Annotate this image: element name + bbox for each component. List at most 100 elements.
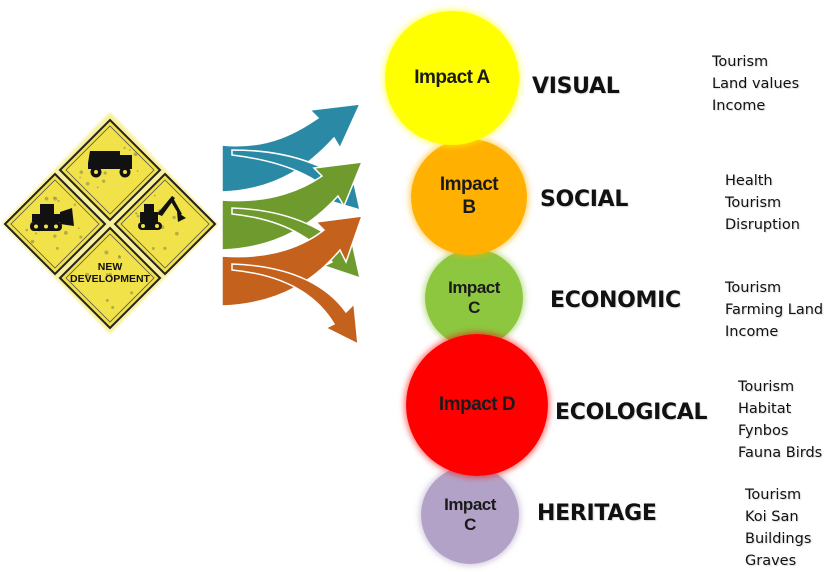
list-item: Income xyxy=(725,324,779,340)
sign-tile-border xyxy=(120,179,210,269)
impact-name-line2: C xyxy=(464,515,476,534)
sign-texture-speck xyxy=(103,171,107,175)
impact-circle-b: Impact B xyxy=(411,139,527,255)
sign-texture-speck xyxy=(151,246,155,250)
list-item: Health xyxy=(725,173,773,189)
sign-texture-speck xyxy=(153,194,156,197)
list-item: Tourism xyxy=(712,54,769,70)
sign-texture-speck xyxy=(57,199,60,203)
sign-texture-speck xyxy=(123,146,126,150)
sign-texture-speck xyxy=(175,231,179,236)
sign-texture-speck xyxy=(25,228,29,232)
teal-arrow xyxy=(221,103,362,193)
sign-tiles xyxy=(2,112,218,334)
sign-texture-speck xyxy=(73,203,77,206)
impact-list-economic: Tourism Farming Land Income xyxy=(725,277,823,343)
sign-tile-border xyxy=(65,233,155,323)
impact-name: Impact A xyxy=(414,66,490,88)
sign-texture-speck xyxy=(44,196,49,201)
sign-texture-speck xyxy=(111,305,115,309)
sign-texture-speck xyxy=(85,181,90,186)
sign-texture-speck xyxy=(172,215,176,220)
sign-texture-speck xyxy=(136,170,139,172)
impact-list-visual: Tourism Land values Income xyxy=(712,51,799,117)
sign-texture-speck xyxy=(85,272,90,277)
sign-tile-border xyxy=(65,125,155,215)
list-item: Tourism xyxy=(725,195,782,211)
category-label-ecological: ECOLOGICAL xyxy=(555,400,708,425)
impact-name-line1: Impact xyxy=(444,494,496,514)
sign-texture-speck xyxy=(87,276,90,279)
sign-texture-speck xyxy=(105,298,109,302)
sign-texture-speck xyxy=(53,234,57,238)
green-arrow xyxy=(221,161,364,251)
sign-texture-speck xyxy=(63,230,68,235)
impact-name-line2: B xyxy=(462,197,476,218)
impact-circle-d: Impact D xyxy=(406,334,548,476)
impact-name: Impact D xyxy=(438,393,516,415)
list-item: Buildings xyxy=(745,531,812,547)
list-item: Disruption xyxy=(725,217,800,233)
sign-texture-speck xyxy=(104,250,109,255)
sign-texture-speck xyxy=(34,232,38,235)
list-item: Farming Land xyxy=(725,302,824,318)
sign-tile-border xyxy=(10,179,100,269)
impact-name-line1: Impact xyxy=(439,174,499,196)
sign-texture-speck xyxy=(133,152,138,157)
impact-circle-c-heritage: Impact C xyxy=(421,466,519,564)
category-label-visual: VISUAL xyxy=(532,74,620,99)
sign-texture-speck xyxy=(105,273,109,276)
list-item: Fauna Birds xyxy=(738,445,823,461)
sign-texture-speck xyxy=(163,246,167,250)
sign-glow xyxy=(2,112,218,334)
category-label-economic: ECONOMIC xyxy=(550,288,681,313)
bulldozer-icon xyxy=(30,204,74,231)
sign-texture-speck xyxy=(128,149,131,151)
sign-texture-speck xyxy=(79,235,83,239)
sign-texture-speck xyxy=(96,186,99,189)
list-item: Land values xyxy=(712,76,800,92)
sign-texture-speck xyxy=(130,291,134,295)
impact-list-social: Health Tourism Disruption xyxy=(725,170,800,236)
sign-tile xyxy=(58,226,162,330)
orange-arrow xyxy=(221,215,364,307)
impact-list-heritage: Tourism Koi San Buildings Graves xyxy=(745,484,811,572)
construction-sign: NEW DEVELOPMENT xyxy=(2,112,218,334)
list-item: Income xyxy=(712,98,766,114)
dump-truck-icon xyxy=(88,151,132,178)
sign-tile xyxy=(113,172,217,276)
list-item: Tourism xyxy=(725,280,782,296)
category-label-social: SOCIAL xyxy=(540,187,629,212)
sign-texture-speck xyxy=(79,176,81,179)
sign-texture-speck xyxy=(30,239,35,244)
sign-tile xyxy=(58,118,162,222)
list-item: Graves xyxy=(745,553,797,569)
list-item: Tourism xyxy=(738,379,795,395)
impact-arrows xyxy=(221,103,364,346)
sign-texture-speck xyxy=(77,227,80,230)
sign-texture-speck xyxy=(79,170,84,175)
sign-texture-speck xyxy=(108,272,112,277)
list-item: Fynbos xyxy=(738,423,789,439)
impact-circle-a: Impact A xyxy=(385,11,519,145)
list-item: Koi San xyxy=(745,509,799,525)
impact-name-line2: C xyxy=(468,298,480,317)
category-label-heritage: HERITAGE xyxy=(537,501,657,526)
list-item: Habitat xyxy=(738,401,792,417)
sign-label-line1: NEW xyxy=(98,261,123,273)
excavator-icon xyxy=(138,196,186,230)
sign-texture-speck xyxy=(55,246,59,250)
sign-texture-speck xyxy=(53,196,56,200)
sign-label-line2: DEVELOPMENT xyxy=(70,273,151,285)
impact-name-line1: Impact xyxy=(448,277,500,297)
sign-texture-speck xyxy=(101,179,106,183)
sign-texture-speck xyxy=(136,214,140,218)
list-item: Tourism xyxy=(745,487,802,503)
orange-arrow-secondary xyxy=(231,263,359,346)
impact-list-ecological: Tourism Habitat Fynbos Fauna Birds xyxy=(738,376,822,464)
sign-texture-speck xyxy=(135,212,138,215)
sign-texture-speck xyxy=(117,255,122,259)
impact-circle-c-economic: Impact C xyxy=(425,249,523,347)
